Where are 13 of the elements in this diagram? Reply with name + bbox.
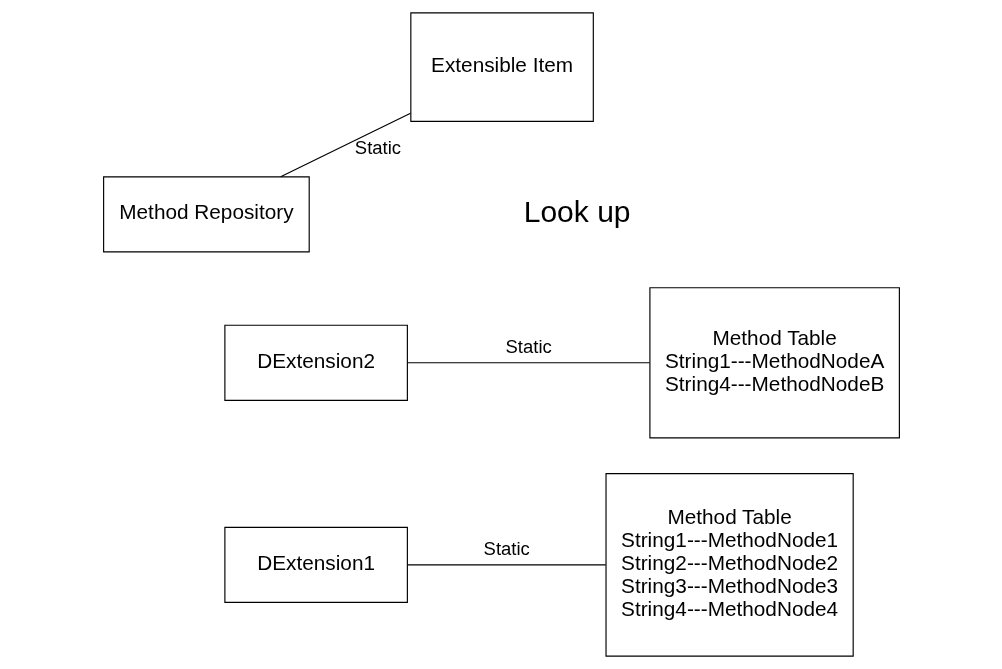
node-box: Method Repository (102, 176, 310, 253)
node-box: Extensible Item (409, 12, 594, 122)
edge-label: Static (354, 136, 401, 158)
edge-label: Static (483, 538, 530, 560)
connector (406, 362, 650, 364)
node-box: Method Table String1---MethodNodeA String4---MethodNodeB (648, 287, 900, 439)
edge-label: Static (505, 336, 552, 358)
connector (279, 112, 411, 178)
node-box: DExtension2 (223, 324, 408, 401)
node-box: Method Table String1---MethodNode1 String2---MethodNode2 String3---MethodNode3 String4---MethodNode4 (604, 473, 854, 657)
connector (406, 564, 606, 566)
node-box: DExtension1 (223, 526, 408, 604)
label: Look up (523, 194, 631, 228)
